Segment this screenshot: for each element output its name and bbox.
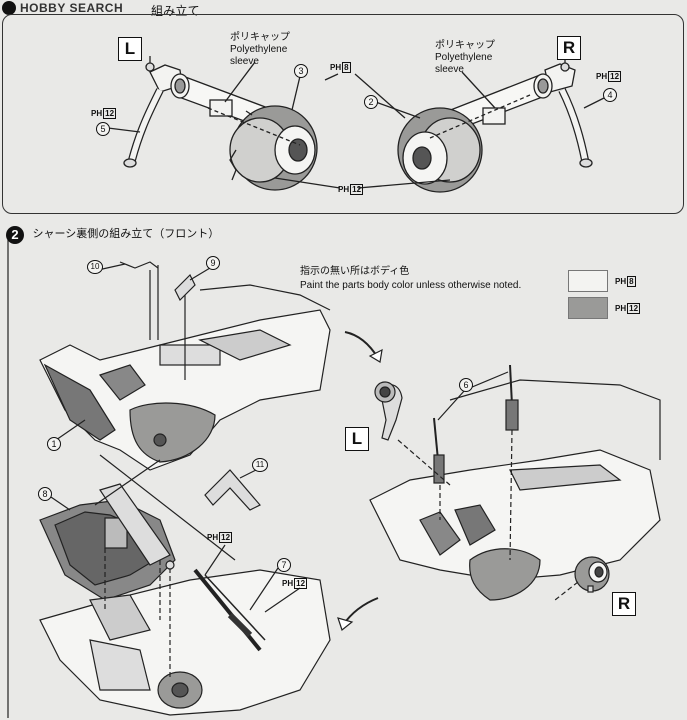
part-callout-5: 5 — [96, 122, 110, 136]
step2-title: シャーシ裏側の組み立て（フロント） — [32, 228, 220, 240]
ph-box: 12 — [219, 532, 233, 543]
sleeve-label-right-jp: ポリキャップ — [435, 40, 495, 51]
step2-number: 2 — [6, 226, 24, 244]
swatch-dark — [568, 297, 608, 319]
right-side-badge-step2: R — [612, 592, 636, 616]
part-callout-2: 2 — [364, 95, 378, 109]
step2-header: 2 シャーシ裏側の組み立て（フロント） — [6, 226, 219, 246]
part-callout-11: 11 — [252, 458, 268, 472]
logo-text: HOBBY SEARCH — [20, 1, 124, 15]
part-callout-10: 10 — [87, 260, 103, 274]
part-callout-7: 7 — [277, 558, 291, 572]
ph-box: 12 — [103, 108, 117, 119]
paint-note: 指示の無い所はボディ色 Paint the parts body color u… — [300, 266, 521, 292]
ph-box: 12 — [627, 303, 641, 314]
ph-box: 8 — [627, 276, 636, 287]
ph-prefix: PH — [282, 579, 294, 588]
ph-box: 8 — [342, 62, 351, 73]
ph-prefix: PH — [207, 533, 219, 542]
sleeve-label-left-en2: sleeve — [230, 56, 259, 67]
ph-prefix: PH — [330, 63, 342, 72]
paint-note-en: Paint the parts body color unless otherw… — [300, 280, 522, 291]
logo-badge-icon — [2, 1, 16, 15]
ph-prefix: PH — [615, 277, 627, 286]
part-callout-4: 4 — [603, 88, 617, 102]
left-side-badge: L — [118, 37, 142, 61]
part-callout-8: 8 — [38, 487, 52, 501]
left-side-badge-step2: L — [345, 427, 369, 451]
ph-box: 12 — [350, 184, 364, 195]
sleeve-label-left-en1: Polyethylene — [230, 44, 288, 55]
part-callout-6: 6 — [459, 378, 473, 392]
sleeve-label-right-en1: Polyethylene — [435, 52, 493, 63]
ph-prefix: PH — [615, 304, 627, 313]
part-callout-9: 9 — [206, 256, 220, 270]
paint-note-jp: 指示の無い所はボディ色 — [300, 266, 410, 277]
sleeve-label-right-en2: sleeve — [435, 64, 464, 75]
ph-box: 12 — [294, 578, 308, 589]
ph-prefix: PH — [91, 109, 103, 118]
part-callout-3: 3 — [294, 64, 308, 78]
step1-panel — [2, 14, 684, 214]
sleeve-label-left-jp: ポリキャップ — [230, 32, 290, 43]
part-callout-1: 1 — [47, 437, 61, 451]
sleeve-label-right: ポリキャップ Polyethylene sleeve — [435, 40, 495, 76]
ph-box: 12 — [608, 71, 622, 82]
right-side-badge: R — [557, 36, 581, 60]
ph-prefix: PH — [338, 185, 350, 194]
swatch-light — [568, 270, 608, 292]
ph-prefix: PH — [596, 72, 608, 81]
hobby-search-logo: HOBBY SEARCH — [0, 0, 140, 16]
sleeve-label-left: ポリキャップ Polyethylene sleeve — [230, 32, 290, 68]
